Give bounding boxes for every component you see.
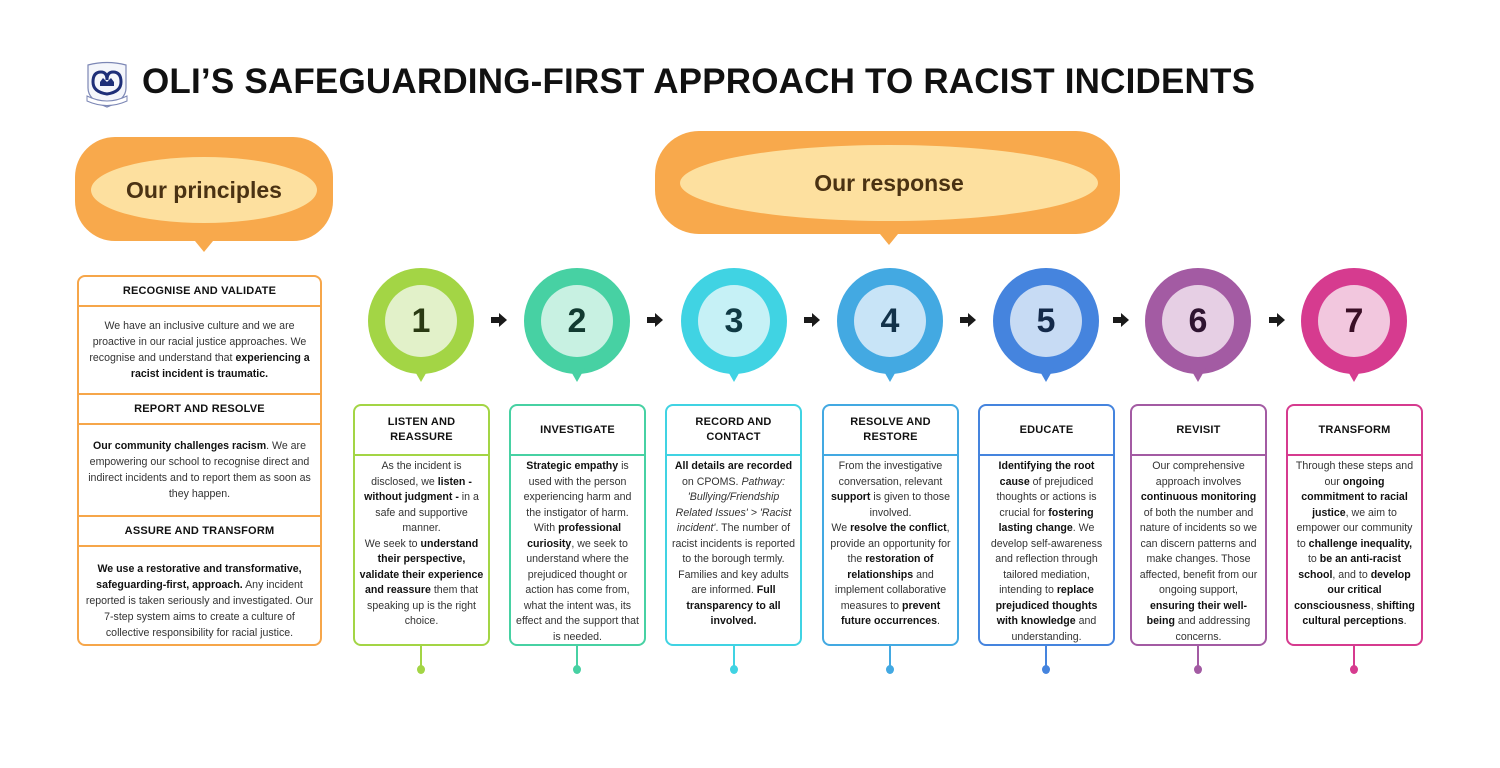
principle-heading: REPORT AND RESOLVE <box>79 395 320 425</box>
connector-dot <box>886 665 894 674</box>
step-number: 3 <box>698 285 770 357</box>
connector-line <box>889 646 891 668</box>
step-5-marker: 5 <box>993 268 1099 384</box>
marker-pointer <box>1190 368 1206 382</box>
marker-pointer <box>413 368 429 382</box>
step-1-marker: 1 <box>368 268 474 384</box>
marker-pointer <box>882 368 898 382</box>
step-2-marker: 2 <box>524 268 630 384</box>
step-description: Strategic empathy is used with the perso… <box>516 460 639 643</box>
marker-pointer <box>1038 368 1054 382</box>
arrow-right-icon <box>804 313 820 327</box>
principle-body: We have an inclusive culture and we are … <box>79 307 320 395</box>
connector-dot <box>417 665 425 674</box>
principles-box: RECOGNISE AND VALIDATE We have an inclus… <box>77 275 322 646</box>
step-number: 5 <box>1010 285 1082 357</box>
response-banner: Our response <box>655 131 1120 245</box>
school-crest-icon <box>86 61 128 108</box>
connector-line <box>1045 646 1047 668</box>
step-description: All details are recorded on CPOMS. Pathw… <box>671 460 796 627</box>
principles-banner-pointer <box>195 241 213 252</box>
principle-body: Our community challenges racism. We are … <box>79 425 320 517</box>
step-description: Through these steps and our ongoing comm… <box>1294 460 1415 627</box>
principle-heading: RECOGNISE AND VALIDATE <box>79 277 320 307</box>
arrow-right-icon <box>1113 313 1129 327</box>
step-heading: RESOLVE AND RESTORE <box>824 406 957 456</box>
connector-dot <box>1194 665 1202 674</box>
step-heading: EDUCATE <box>980 406 1113 456</box>
step-number: 4 <box>854 285 926 357</box>
step-4-marker: 4 <box>837 268 943 384</box>
step-number: 1 <box>385 285 457 357</box>
marker-pointer <box>726 368 742 382</box>
connector-line <box>1197 646 1199 668</box>
arrow-right-icon <box>1269 313 1285 327</box>
arrow-right-icon <box>491 313 507 327</box>
principle-heading: ASSURE AND TRANSFORM <box>79 517 320 547</box>
step-heading: LISTEN AND REASSURE <box>355 406 488 456</box>
principles-banner: Our principles <box>75 137 333 252</box>
response-banner-label: Our response <box>680 145 1098 221</box>
step-number: 6 <box>1162 285 1234 357</box>
connector-line <box>733 646 735 668</box>
connector-line <box>576 646 578 668</box>
principle-body: We use a restorative and transformative,… <box>85 562 314 639</box>
arrow-right-icon <box>960 313 976 327</box>
principles-banner-label: Our principles <box>91 157 317 223</box>
connector-dot <box>1350 665 1358 674</box>
connector-line <box>1353 646 1355 668</box>
step-heading: TRANSFORM <box>1288 406 1421 456</box>
step-heading: RECORD AND CONTACT <box>667 406 800 456</box>
connector-dot <box>1042 665 1050 674</box>
arrow-right-icon <box>647 313 663 327</box>
step-7-marker: 7 <box>1301 268 1407 384</box>
marker-pointer <box>1346 368 1362 382</box>
step-3-marker: 3 <box>681 268 787 384</box>
step-number: 7 <box>1318 285 1390 357</box>
page-title: OLI’S SAFEGUARDING-FIRST APPROACH TO RAC… <box>142 62 1256 101</box>
step-description: Our comprehensive approach involves cont… <box>1139 460 1258 643</box>
step-description: As the incident is disclosed, we listen … <box>359 460 484 627</box>
connector-dot <box>730 665 738 674</box>
connector-line <box>420 646 422 668</box>
response-banner-pointer <box>880 234 898 245</box>
step-description: Identifying the root cause of prejudiced… <box>990 460 1103 643</box>
step-heading: REVISIT <box>1132 406 1265 456</box>
step-heading: INVESTIGATE <box>511 406 644 456</box>
step-description: From the investigative conversation, rel… <box>830 460 951 627</box>
connector-dot <box>573 665 581 674</box>
step-number: 2 <box>541 285 613 357</box>
marker-pointer <box>569 368 585 382</box>
step-6-marker: 6 <box>1145 268 1251 384</box>
